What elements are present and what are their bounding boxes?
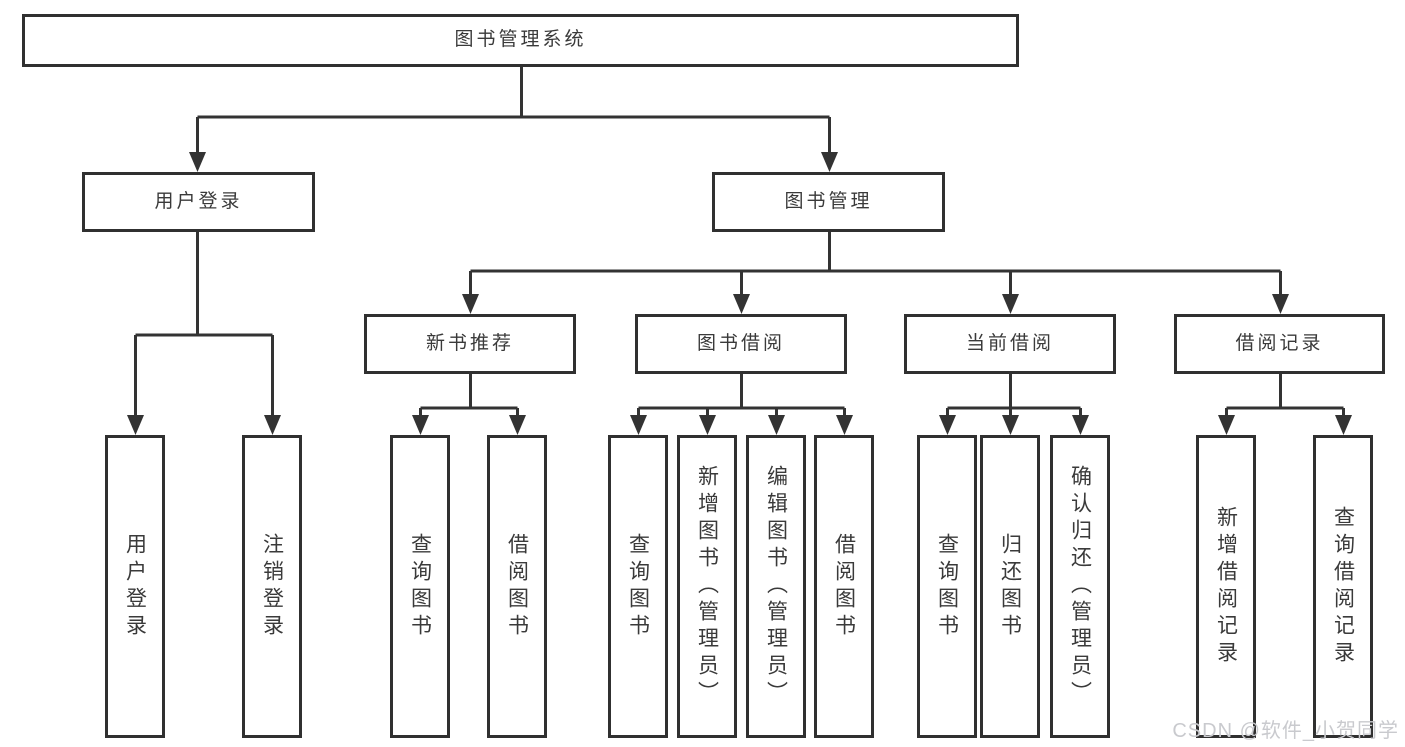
node-book-management-system: 图书管理系统 (22, 14, 1019, 67)
node-label: 编辑图书（管理员） (764, 465, 788, 708)
node-label: 图书管理 (784, 190, 873, 212)
leaf-return-books: 归还图书 (980, 435, 1040, 738)
leaf-borrow-books-1: 借阅图书 (487, 435, 547, 738)
node-label: 新书推荐 (425, 332, 514, 354)
leaf-query-books-3: 查询图书 (917, 435, 977, 738)
leaf-add-books-admin: 新增图书（管理员） (677, 435, 737, 738)
connector-user-login-to-leaves (127, 232, 281, 435)
node-label: 新增图书（管理员） (695, 465, 719, 708)
node-book-management-branch: 图书管理 (712, 172, 945, 232)
watermark-text: CSDN @软件_小贺同学 (1172, 720, 1399, 742)
node-label: 用户登录 (123, 532, 147, 641)
node-label: 图书借阅 (696, 332, 785, 354)
node-new-book-recommend: 新书推荐 (364, 314, 576, 374)
leaf-query-books-2: 查询图书 (608, 435, 668, 738)
leaf-borrow-books-2: 借阅图书 (814, 435, 874, 738)
node-label: 借阅记录 (1235, 332, 1324, 354)
leaf-confirm-return-admin: 确认归还（管理员） (1050, 435, 1110, 738)
node-label: 查询图书 (408, 532, 432, 641)
node-label: 图书管理系统 (454, 29, 587, 51)
node-label: 归还图书 (998, 532, 1022, 641)
node-label: 查询图书 (626, 532, 650, 641)
connector-current-borrow-to-leaves (939, 374, 1089, 435)
node-label: 新增借阅记录 (1214, 505, 1238, 668)
connector-book-borrow-to-leaves (630, 374, 853, 435)
node-label: 查询借阅记录 (1331, 505, 1355, 668)
node-label: 查询图书 (935, 532, 959, 641)
node-label: 确认归还（管理员） (1068, 465, 1092, 708)
leaf-query-books-1: 查询图书 (390, 435, 450, 738)
connector-borrow-records-to-leaves (1218, 374, 1352, 435)
node-label: 注销登录 (260, 532, 284, 641)
node-label: 借阅图书 (505, 532, 529, 641)
connector-new-book-to-leaves (412, 374, 526, 435)
node-borrowing-records: 借阅记录 (1174, 314, 1385, 374)
leaf-add-borrow-record: 新增借阅记录 (1196, 435, 1256, 738)
leaf-edit-books-admin: 编辑图书（管理员） (746, 435, 806, 738)
connector-root-to-level2 (189, 67, 838, 172)
node-user-login-branch: 用户登录 (82, 172, 315, 232)
node-book-borrowing: 图书借阅 (635, 314, 847, 374)
node-label: 借阅图书 (832, 532, 856, 641)
node-label: 用户登录 (154, 190, 243, 212)
leaf-user-login: 用户登录 (105, 435, 165, 738)
leaf-query-borrow-record: 查询借阅记录 (1313, 435, 1373, 738)
node-label: 当前借阅 (965, 332, 1054, 354)
connector-book-mgmt-to-level3 (462, 232, 1289, 314)
leaf-logout: 注销登录 (242, 435, 302, 738)
node-current-borrowing: 当前借阅 (904, 314, 1116, 374)
